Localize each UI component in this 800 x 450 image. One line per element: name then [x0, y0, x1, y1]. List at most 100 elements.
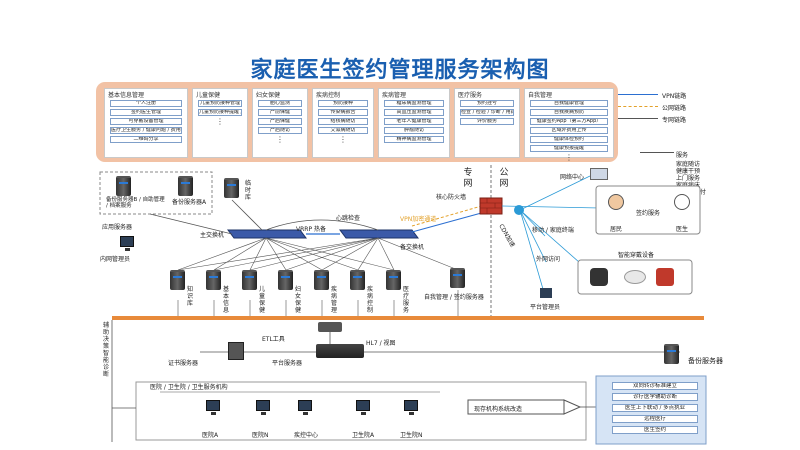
platform-server-icon [316, 344, 364, 358]
hl7-label: HL7 / 视图 [366, 340, 396, 347]
module-item: 老年人健康管理 [384, 118, 444, 125]
backup-server-icon [664, 344, 679, 364]
module-item: 检查 / 检验 / 诊断 / 用药 / 手术 / 费用 [460, 109, 514, 116]
module-item: 健康预报提醒 [530, 145, 608, 152]
backup-server-a-label: 备份服务器A [172, 199, 207, 206]
core-firewall-label: 核心防火墙 [436, 194, 467, 201]
resident-icon [608, 194, 624, 210]
db-server-label: 儿童保健 [258, 286, 265, 314]
heartbeat-label: 心跳检查 [336, 215, 361, 222]
module-more-dots: ⋮ [276, 135, 284, 144]
public-links [501, 175, 601, 297]
module-item: 个人注册 [110, 100, 182, 107]
frontend-label: 临时库 [244, 180, 251, 201]
standby-switch-shape [339, 229, 419, 239]
legend-private-line [618, 118, 658, 119]
db-server-label: 疾病控制 [366, 286, 373, 314]
legend-public-line [618, 106, 658, 107]
service-item: 上门服务 [676, 175, 701, 182]
module-more-dots: ⋮ [216, 117, 224, 126]
public-net-label: 公网 [499, 168, 509, 189]
institution-label: 卫生院A [352, 432, 375, 439]
module-item: 产后保健 [258, 118, 302, 125]
module-item: 自我健康管理 [530, 100, 608, 107]
backup-server-b-label: 备份服务器B / 自助管理 / 档案服务 [106, 197, 165, 209]
main-switch-label: 主交换机 [200, 232, 225, 239]
institution-label: 卫生院N [400, 432, 423, 439]
doctor-label: 医生 [676, 226, 689, 233]
etl-icon [318, 322, 342, 332]
app-server-label: 应用服务器 [102, 224, 133, 231]
db-server-icon [170, 270, 185, 290]
db-server-label: 知识库 [186, 286, 193, 307]
module-item: 糖尿病监测管理 [384, 100, 444, 107]
right-box-item: 医生上下联动 / 多点执业 [612, 404, 698, 412]
module-item: 精神病监测管理 [384, 136, 444, 143]
right-box-item: 诊疗医学辅助诊断 [612, 393, 698, 401]
legend-vpn-label: VPN链路 [662, 93, 687, 100]
module-more-dots: ⋮ [565, 153, 573, 162]
firewall-shape [479, 197, 503, 215]
module-group-title: 基本信息管理 [108, 92, 145, 99]
institution-pc-icon [298, 400, 312, 415]
db-server-label: 医疗服务 [402, 286, 409, 314]
platform-admin-label: 平台管理员 [530, 304, 561, 311]
resident-label: 居民 [610, 226, 623, 233]
institution-label: 医院N [252, 432, 269, 439]
institution-label: 医院A [202, 432, 219, 439]
module-item: 产后随访 [258, 127, 302, 134]
cert-server-label: 证书服务器 [168, 360, 199, 367]
legend-public-label: 公网链路 [662, 105, 687, 112]
router-icon [514, 205, 524, 215]
module-item: 胎心监测 [258, 100, 302, 107]
right-box-item: 医生签约 [612, 426, 698, 434]
services-line [640, 152, 674, 153]
module-group: 自我管理自我健康管理自我疾病预防健康签约App（第三方App）区域外费用上传健康… [524, 88, 614, 162]
institution-pc-icon [206, 400, 220, 415]
institutions-title: 医院 / 卫生院 / 卫生服务机构 [150, 384, 228, 391]
module-group: 疾病管理糖尿病监测管理高血压监测管理老年人健康管理肿瘤随访精神病监测管理 [378, 88, 450, 158]
module-item: 健康签约App（第三方App） [530, 118, 608, 125]
heartbeat-link [265, 219, 379, 231]
platform-admin-pc-icon [540, 288, 552, 298]
legend-private-label: 专网链路 [662, 117, 687, 124]
right-box-item: 远程医疗 [612, 415, 698, 423]
module-item: 预防接种 [318, 100, 368, 107]
wearable-label: 智能穿戴设备 [618, 252, 655, 259]
module-item: 产前保健 [258, 109, 302, 116]
module-item: 艾滋病随访 [318, 127, 368, 134]
institution-pc-icon [256, 400, 270, 415]
module-more-dots: ⋮ [339, 135, 347, 144]
self-mgmt-server-icon [450, 268, 465, 288]
module-item: 签约医生管理 [110, 109, 182, 116]
legend-vpn-line [618, 94, 658, 95]
intranet-admin-label: 内网管理员 [100, 256, 131, 263]
module-group-title: 医疗服务 [458, 92, 483, 99]
module-item: 区域外费用上传 [530, 127, 608, 134]
intranet-admin-pc-icon [120, 236, 134, 251]
module-item: 肿瘤随访 [384, 127, 444, 134]
module-group-title: 疾病控制 [316, 92, 341, 99]
db-server-icon [242, 270, 257, 290]
sign-service-label: 签约服务 [636, 210, 661, 217]
page-title: 家庭医生签约管理服务架构图 [250, 58, 550, 83]
backup-server-b-icon [116, 176, 131, 196]
institution-pc-icon [404, 400, 418, 415]
backup-zone [99, 171, 213, 215]
doctor-icon [674, 194, 690, 210]
module-item: 可穿戴设备管理 [110, 118, 182, 125]
exchange-label: 现存机构系统改造 [474, 406, 523, 413]
db-server-icon [350, 270, 365, 290]
right-box-item: 双向转诊标准建立 [612, 382, 698, 390]
db-server-icon [278, 270, 293, 290]
service-item: 健康干预 [676, 168, 701, 175]
institution-pc-icon [356, 400, 370, 415]
module-group-title: 自我管理 [528, 92, 553, 99]
internet-bar-label: 网络中心 [560, 174, 585, 181]
module-group: 基本信息管理个人注册签约医生管理可穿戴设备管理医疗卫生服务 / 健康问题 / 费… [104, 88, 188, 158]
internet-bar-icon [590, 168, 608, 180]
db-server-label: 基本信息 [222, 286, 229, 314]
vrrp-label: VRRP 热备 [296, 226, 326, 233]
module-item: 二维码分享 [110, 136, 182, 143]
